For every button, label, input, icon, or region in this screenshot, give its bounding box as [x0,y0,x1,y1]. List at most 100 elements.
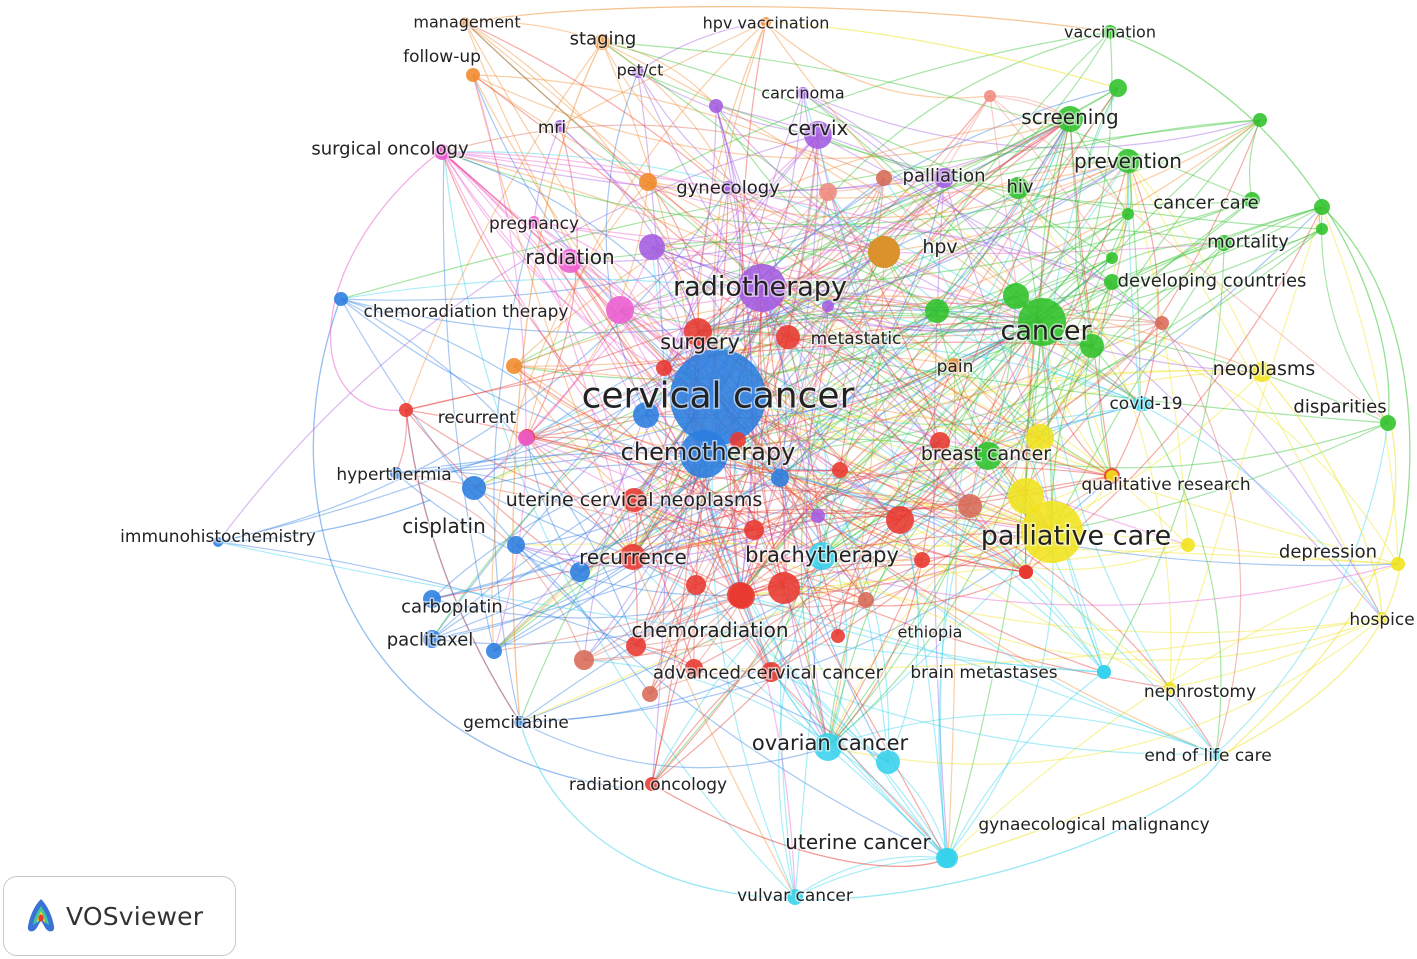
network-link [787,134,819,338]
network-link [601,41,1043,323]
label-advanced-cervical-cancer: advanced cervical cancer [653,663,884,684]
network-link [1084,345,1113,477]
network-link [651,555,823,785]
label-palliation: palliation [903,166,986,187]
network-link [827,191,1145,405]
label-vaccination: vaccination [1064,23,1156,42]
label-prevention: prevention [1074,149,1182,173]
network-link [633,295,1017,501]
network-link [945,531,1054,859]
network-link [761,287,828,557]
network-link [739,594,1105,673]
node [1026,424,1054,452]
network-link [703,453,1105,673]
network-link [693,617,1383,670]
network-link [947,321,1043,859]
network-link [715,105,823,557]
node-vulvar-cancer [787,889,803,905]
network-link [645,87,1119,416]
network-link [1039,160,1129,439]
network-link [635,453,705,647]
network-link [817,441,941,517]
label-surgical-oncology: surgical oncology [311,139,469,160]
network-link [431,499,635,640]
network-link [765,21,1119,89]
network-link [821,371,1263,557]
node-gynecology [721,181,735,195]
network-link [633,191,829,501]
network-link [989,95,1113,259]
node [868,236,900,268]
label-management: management [413,13,520,32]
network-link [779,213,1129,479]
network-link [827,495,1027,748]
node-palliative-care [1021,501,1083,563]
label-cisplatin: cisplatin [402,514,486,538]
network-link [703,453,889,763]
network-link [464,21,989,457]
network-link [837,441,941,637]
network-link [783,571,1027,607]
network-link [947,364,957,859]
network-link [405,341,1093,411]
network-link [827,321,1043,748]
network-link [899,321,1043,521]
label-uterine-cancer: uterine cancer [785,830,931,854]
network-link [431,477,781,600]
network-link [651,519,901,785]
label-carcinoma: carcinoma [761,84,844,103]
network-link [395,472,867,601]
network-link [779,477,889,763]
network-link [583,659,947,859]
network-link [632,364,955,558]
network-link [464,20,603,43]
network-link [405,409,521,723]
node [518,430,534,446]
node [1253,113,1267,127]
network-link [340,160,1129,334]
network-link [1215,422,1389,755]
node-immunohistochemistry [213,537,223,547]
network-link [431,441,941,640]
network-link [513,365,705,455]
node [642,686,658,702]
network-link [637,71,667,785]
network-link [663,134,819,369]
node [771,469,789,487]
network-link [1127,160,1263,373]
network-link [443,151,1113,283]
node-vaccination [1103,25,1117,39]
network-link [441,151,796,898]
network-link [799,759,1221,901]
network-link [579,310,938,573]
network-link [619,191,829,311]
network-link [605,71,647,416]
network-link [760,287,867,601]
network-link [695,95,991,586]
network-link [312,299,641,791]
network-link [741,21,785,589]
node-cervix [804,121,832,149]
node-carcinoma [797,87,809,99]
node-radiotherapy [738,264,786,312]
network-link [1127,160,1141,405]
node [832,462,848,478]
network-link [741,586,867,601]
network-link [395,452,705,474]
node-uterine-cervical-neoplasms [622,488,646,512]
network-link [802,92,1261,149]
network-link [533,221,1043,323]
network-link [887,519,920,763]
network-link [921,87,1119,561]
label-recurrent: recurrent [438,408,517,428]
network-link [525,181,649,439]
node [1008,478,1044,514]
node-prevention [1116,149,1140,173]
network-link [329,149,443,411]
node-surgery [684,318,712,346]
network-link [395,472,741,597]
network-link [431,519,901,645]
network-link [443,119,1261,226]
node-hospice [1376,612,1388,624]
network-link [827,118,1071,193]
